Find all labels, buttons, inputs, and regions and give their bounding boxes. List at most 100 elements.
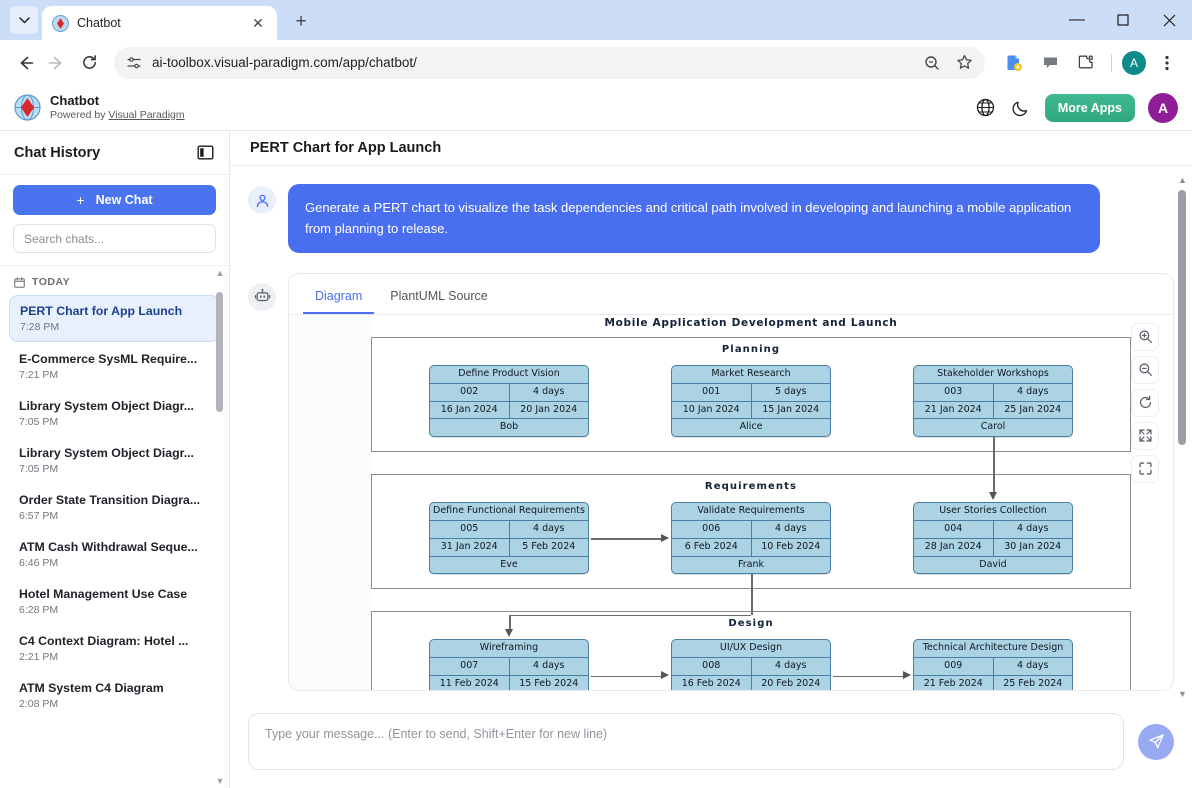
- pert-phase-name: Requirements: [704, 481, 798, 493]
- chat-item-time: 2:21 PM: [19, 651, 59, 663]
- main-panel: PERT Chart for App Launch Generate a PER…: [230, 131, 1192, 788]
- reload-icon[interactable]: [74, 48, 104, 78]
- zoom-search-icon[interactable]: [917, 48, 947, 78]
- app-powered-by: Powered by Visual Paradigm: [50, 109, 185, 121]
- diagram-canvas[interactable]: Mobile Application Development and Launc…: [371, 314, 1173, 690]
- pert-node-task: User Stories Collection: [939, 505, 1047, 517]
- pert-node-task: Define Product Vision: [458, 367, 560, 379]
- browser-profile-avatar[interactable]: A: [1122, 50, 1146, 75]
- more-apps-button[interactable]: More Apps: [1044, 93, 1135, 122]
- pert-node-id: 005: [460, 522, 479, 534]
- scroll-down-icon[interactable]: ▼: [215, 776, 225, 786]
- panel-toggle-icon[interactable]: [195, 143, 215, 163]
- sidebar-scroll-thumb[interactable]: [216, 292, 223, 412]
- reset-icon[interactable]: [1131, 388, 1159, 417]
- conv-scroll-down-icon[interactable]: ▼: [1178, 688, 1187, 699]
- browser-tab-chatbot[interactable]: Chatbot ✕: [42, 6, 277, 40]
- sidebar-heading: Chat History: [14, 144, 101, 161]
- chat-history-item[interactable]: Order State Transition Diagra...6:57 PM: [9, 485, 220, 530]
- pert-node-duration: 4 days: [750, 658, 831, 675]
- chat-history-item[interactable]: E-Commerce SysML Require...7:21 PM: [9, 344, 220, 389]
- chat-history-item[interactable]: ATM Cash Withdrawal Seque...6:46 PM: [9, 532, 220, 577]
- tag-icon[interactable]: [1035, 48, 1065, 78]
- search-chats-input[interactable]: [13, 224, 216, 253]
- new-tab-button[interactable]: +: [295, 11, 307, 32]
- pert-arrowhead: [661, 671, 669, 679]
- chat-history-item[interactable]: C4 Context Diagram: Hotel ... 2:21 PM: [9, 626, 220, 671]
- toolbar-divider: [1111, 53, 1112, 72]
- pert-node-id: 006: [702, 522, 721, 534]
- chat-item-title: Order State Transition Diagra...: [19, 493, 201, 507]
- moon-icon[interactable]: [1010, 97, 1032, 119]
- globe-icon[interactable]: [975, 97, 997, 119]
- pert-chart-title: Mobile Application Development and Launc…: [604, 316, 898, 329]
- send-button[interactable]: [1138, 723, 1174, 760]
- close-icon[interactable]: ✕: [252, 14, 264, 31]
- chat-history-item[interactable]: Library System Object Diagr...7:05 PM: [9, 438, 220, 483]
- zoom-out-icon[interactable]: [1131, 355, 1159, 384]
- pert-node-start: 21 Feb 2024: [923, 678, 983, 689]
- diagram-tab[interactable]: PlantUML Source: [390, 288, 488, 303]
- chat-item-title: C4 Context Diagram: Hotel ...: [19, 634, 189, 648]
- conv-scroll-thumb[interactable]: [1178, 190, 1186, 445]
- conv-scroll-up-icon[interactable]: ▲: [1178, 174, 1187, 185]
- chat-history-item[interactable]: Library System Object Diagr...7:05 PM: [9, 391, 220, 436]
- pert-node-owner: Bob: [499, 421, 519, 433]
- fit-screen-icon[interactable]: [1131, 421, 1159, 450]
- site-settings-icon[interactable]: [126, 55, 142, 71]
- app-header-actions: More Apps A: [975, 92, 1178, 123]
- window-minimize-button[interactable]: —: [1069, 11, 1085, 28]
- new-chat-button[interactable]: + New Chat: [13, 185, 216, 215]
- bookmark-star-icon[interactable]: [949, 48, 979, 78]
- pert-node-task: UI/UX Design: [719, 642, 783, 654]
- diagram-tab[interactable]: Diagram: [303, 282, 375, 314]
- pert-node-owner: Carol: [980, 421, 1006, 433]
- tab-search-chevron-icon[interactable]: [10, 6, 38, 34]
- chat-item-title: Hotel Management Use Case: [19, 587, 188, 601]
- forward-icon[interactable]: [42, 48, 72, 78]
- sidebar-scrollbar[interactable]: ▲ ▼: [214, 266, 226, 788]
- visual-paradigm-link[interactable]: Visual Paradigm: [108, 108, 185, 121]
- user-avatar[interactable]: A: [1148, 92, 1178, 123]
- message-input[interactable]: [248, 713, 1124, 770]
- chat-item-time: 7:28 PM: [20, 321, 60, 333]
- pert-node-task: Stakeholder Workshops: [937, 367, 1049, 379]
- powered-prefix: Powered by: [50, 108, 109, 121]
- pert-node-start: 11 Feb 2024: [439, 678, 499, 689]
- back-icon[interactable]: [10, 48, 40, 78]
- fullscreen-icon[interactable]: [1131, 454, 1159, 483]
- pert-node-task: Technical Architecture Design: [922, 642, 1064, 654]
- window-close-button[interactable]: [1146, 0, 1192, 40]
- document-extension-icon[interactable]: [999, 48, 1029, 78]
- pert-node-id: 007: [460, 660, 479, 672]
- pert-arrowhead: [504, 629, 513, 638]
- window-maximize-button[interactable]: [1100, 0, 1146, 40]
- three-dot-menu-icon[interactable]: [1152, 48, 1182, 78]
- browser-tabstrip: Chatbot ✕ + —: [0, 0, 1192, 40]
- conversation-scrollbar[interactable]: ▲ ▼: [1176, 174, 1189, 699]
- user-message-text: Generate a PERT chart to visualize the t…: [288, 184, 1100, 253]
- pert-node-id: 004: [944, 522, 963, 534]
- zoom-in-icon[interactable]: [1131, 322, 1159, 351]
- pert-node-end: 15 Feb 2024: [508, 676, 589, 690]
- address-bar[interactable]: ai-toolbox.visual-paradigm.com/app/chatb…: [114, 46, 985, 79]
- pert-node-duration: 4 days: [992, 658, 1073, 675]
- address-bar-url: ai-toolbox.visual-paradigm.com/app/chatb…: [152, 55, 417, 70]
- scroll-up-icon[interactable]: ▲: [215, 268, 225, 278]
- puzzle-extensions-icon[interactable]: [1071, 48, 1101, 78]
- pert-connector: [591, 538, 662, 540]
- diagram-zoom-controls: [1131, 322, 1159, 483]
- pert-node-owner: Alice: [739, 421, 763, 433]
